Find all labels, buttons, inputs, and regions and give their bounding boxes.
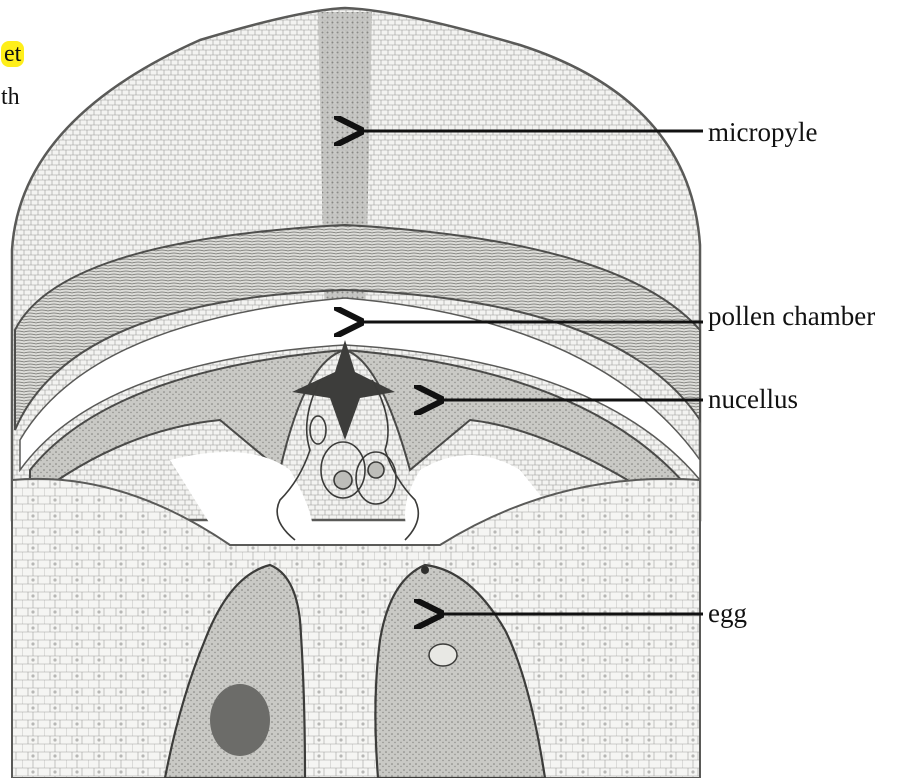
label-pollen-chamber: pollen chamber: [708, 303, 875, 330]
label-nucellus: nucellus: [708, 386, 798, 413]
female-gametophyte: [12, 479, 700, 778]
label-micropyle: micropyle: [708, 119, 817, 146]
neck-cell: [421, 566, 429, 574]
egg-nucleus-left: [210, 684, 270, 756]
highlighted-fragment: et: [1, 41, 24, 67]
clipped-text-line-2: th: [1, 85, 20, 109]
clipped-text-line-1: et: [1, 42, 24, 66]
label-egg: egg: [708, 600, 747, 627]
egg-nucleus-right: [429, 644, 457, 666]
